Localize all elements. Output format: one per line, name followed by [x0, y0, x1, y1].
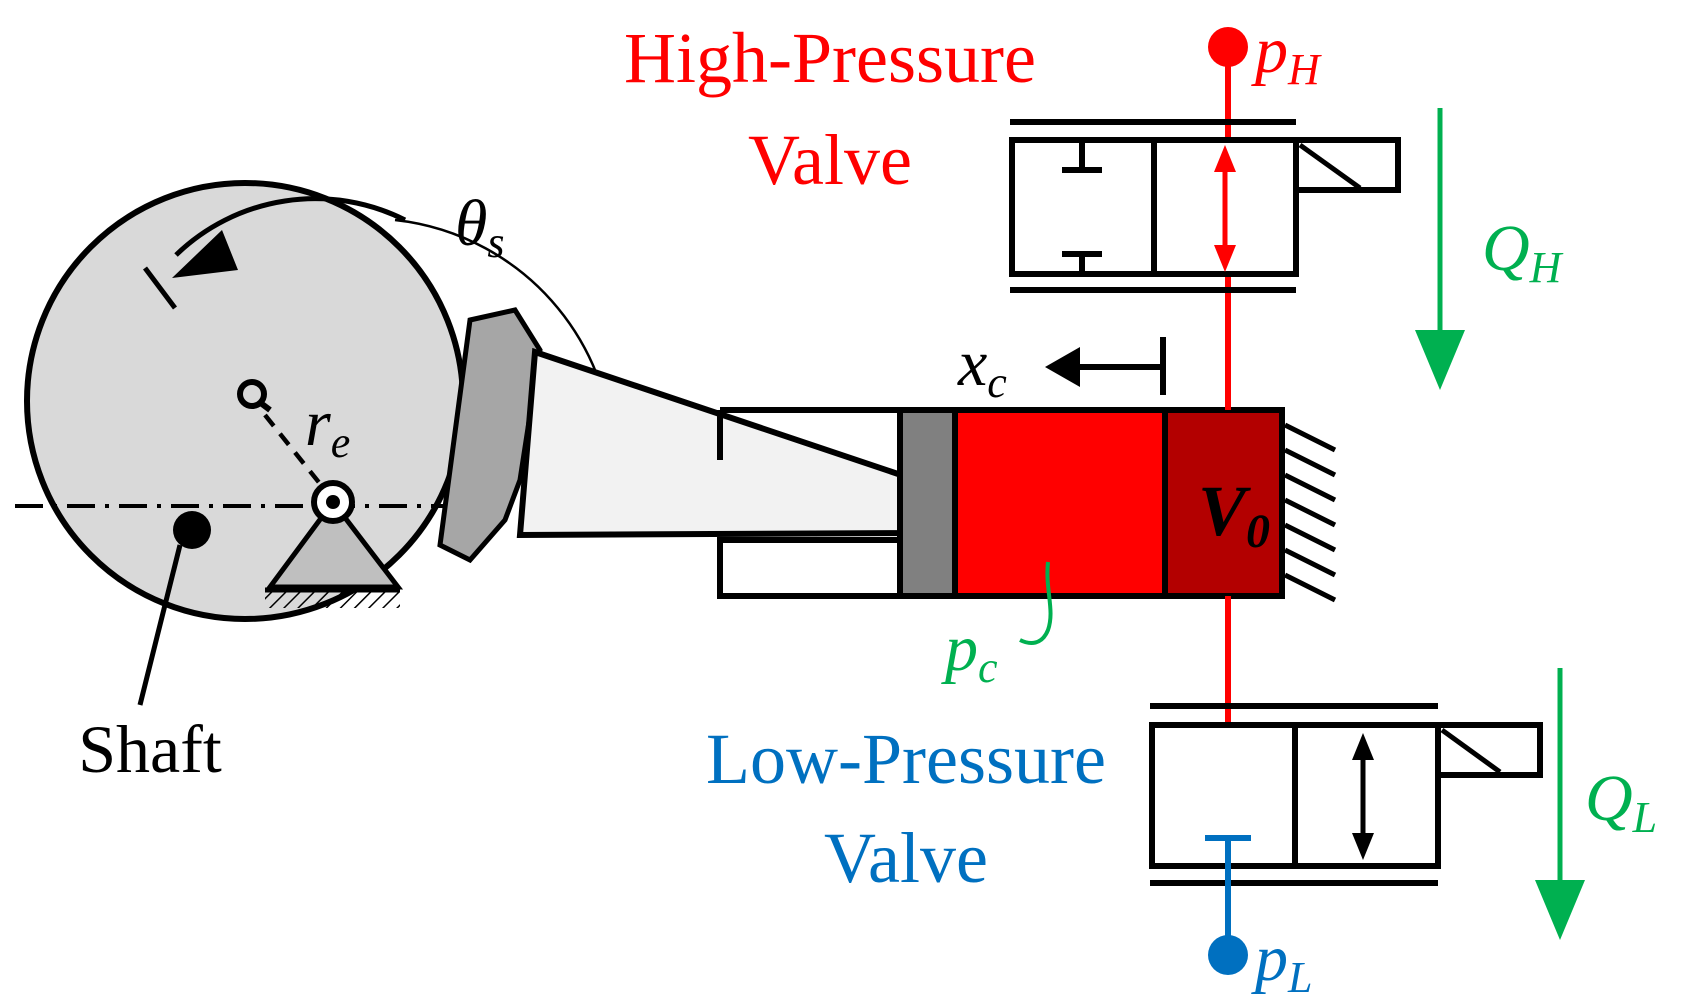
pivot-support [265, 480, 404, 608]
symbol-xc: xc [957, 327, 1007, 407]
shaft-center [137, 511, 211, 706]
high-pressure-line [1205, 27, 1251, 753]
symbol-pc: pc [941, 612, 998, 692]
shaft-label: Shaft [78, 711, 222, 787]
high-pressure-valve [1009, 119, 1401, 293]
rotation-arrow-icon [143, 196, 407, 310]
eccentric-pin [237, 379, 327, 492]
symbol-pL: pL [1251, 922, 1312, 1002]
symbol-pH: pH [1251, 14, 1322, 94]
symbol-theta-s: θs [455, 187, 505, 267]
symbol-re: re [305, 387, 350, 467]
symbol-V0: V0 [1198, 471, 1270, 558]
low-pressure-label-line1: Low-Pressure [706, 719, 1106, 799]
cylinder-end-hatch [1283, 422, 1337, 603]
high-pressure-label-line1: High-Pressure [624, 18, 1036, 98]
xc-arrow-icon [1045, 337, 1166, 395]
ql-flow-arrow-icon [1535, 668, 1585, 940]
symbol-QL: QL [1585, 762, 1657, 842]
low-pressure-label-line2: Valve [824, 818, 988, 898]
pc-leader [1019, 561, 1053, 645]
low-pressure-line [1205, 835, 1251, 975]
qh-flow-arrow-icon [1415, 108, 1465, 390]
high-pressure-label-line2: Valve [748, 120, 912, 200]
follower-shoe [437, 307, 543, 564]
high-pressure-valve-arrow-icon [1214, 145, 1236, 272]
low-pressure-valve [1149, 703, 1543, 886]
symbol-QH: QH [1482, 212, 1564, 292]
cylinder-body [717, 407, 1285, 599]
connecting-rod [516, 347, 953, 539]
